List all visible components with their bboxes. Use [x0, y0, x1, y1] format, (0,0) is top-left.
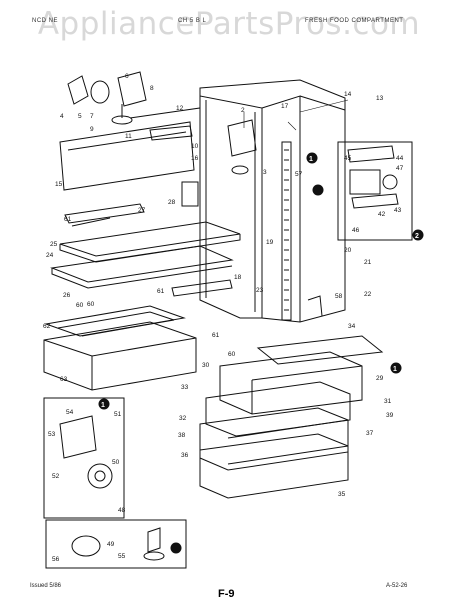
shelf-ladder [281, 141, 292, 321]
callout-31: 31 [384, 398, 392, 405]
section-ref-2a: 1 [309, 156, 313, 163]
callout-22: 22 [364, 291, 372, 298]
callout-56: 56 [52, 556, 60, 563]
callout-13: 13 [376, 95, 384, 102]
crisper-cover [44, 305, 186, 337]
callout-26: 26 [63, 292, 71, 299]
header-model: NCD NE [32, 18, 59, 24]
callout-12: 12 [176, 105, 184, 112]
callout-37: 37 [366, 430, 374, 437]
callout-55: 55 [118, 553, 126, 560]
callout-28: 28 [168, 199, 176, 206]
callout-53: 53 [48, 431, 56, 438]
callout-52: 52 [52, 473, 60, 480]
callout-34: 34 [348, 323, 356, 330]
callout-14: 14 [344, 91, 352, 98]
callout-8: 8 [150, 85, 154, 92]
callout-48: 48 [118, 507, 126, 514]
section-marker-2c [412, 229, 424, 241]
upper-shelf [59, 203, 241, 263]
callout-61b: 61 [157, 288, 165, 295]
inset-roller-detail [43, 397, 125, 519]
callout-40b: 60 [228, 351, 236, 358]
header-section: FRESH FOOD COMPARTMENT [305, 18, 404, 24]
callout-25: 25 [50, 241, 58, 248]
callout-63: 63 [60, 376, 68, 383]
callout-46: 46 [352, 227, 360, 234]
section-marker-1c [170, 542, 182, 554]
callout-40a: 60 [76, 302, 84, 309]
glass-shelf [50, 245, 234, 297]
callout-9: 9 [90, 126, 94, 133]
callout-5: 5 [78, 113, 82, 120]
shelf-clip [181, 181, 199, 207]
issued-date: Issued 5/86 [30, 583, 62, 589]
callout-54: 54 [66, 409, 74, 416]
callout-17: 17 [281, 103, 289, 110]
control-panel-housing [59, 107, 201, 191]
callout-47: 47 [396, 165, 404, 172]
callout-16: 16 [191, 155, 199, 162]
callout-49: 49 [107, 541, 115, 548]
section-markers: 1 2 1 1 [98, 152, 424, 554]
callout-38: 38 [178, 432, 186, 439]
callout-51: 51 [114, 411, 122, 418]
callout-33: 33 [181, 384, 189, 391]
callout-61a: 61 [64, 216, 72, 223]
callout-23: 23 [256, 287, 264, 294]
callout-57: 57 [295, 171, 303, 178]
thermostat-control [227, 119, 257, 175]
callout-35: 35 [338, 491, 346, 498]
callout-50: 50 [112, 459, 120, 466]
callout-43: 43 [394, 207, 402, 214]
callout-24: 24 [46, 252, 54, 259]
callout-44: 44 [396, 155, 404, 162]
callout-4: 4 [60, 113, 64, 120]
inset-leveling-leg [45, 519, 187, 569]
callout-62: 62 [43, 323, 51, 330]
callout-labels: 2 3 4 5 6 7 8 9 10 11 12 13 14 15 16 17 … [43, 73, 404, 563]
inset-shelf-bracket [337, 141, 413, 241]
section-marker-1a [390, 362, 402, 374]
cabinet-liner [199, 79, 346, 323]
callout-20: 20 [344, 247, 352, 254]
callout-42: 42 [378, 211, 386, 218]
crisper-drawer [43, 321, 197, 391]
callout-11: 11 [125, 133, 132, 140]
section-ref-1b: 1 [101, 402, 105, 409]
section-marker-2b [312, 184, 324, 196]
callout-19: 19 [266, 239, 274, 246]
callout-21: 21 [364, 259, 372, 266]
callout-3: 3 [263, 169, 267, 176]
callout-32: 32 [179, 415, 187, 422]
watermark: AppliancePartsPros.com [37, 6, 421, 42]
callout-27: 27 [138, 207, 146, 214]
callout-30: 30 [202, 362, 210, 369]
callout-15: 15 [55, 181, 63, 188]
callout-39: 39 [386, 412, 394, 419]
callout-45: 45 [344, 155, 352, 162]
callout-58: 58 [335, 293, 343, 300]
page-number: F-9 [218, 588, 235, 600]
callout-41: 61 [212, 332, 220, 339]
callout-10: 10 [191, 143, 199, 150]
callout-2: 2 [241, 107, 245, 114]
callout-7: 7 [90, 113, 94, 120]
callout-60: 60 [87, 301, 95, 308]
light-assembly [67, 71, 147, 125]
section-marker-1b [98, 398, 110, 410]
section-ref-2c: 2 [415, 233, 419, 240]
drain-tube [307, 295, 323, 317]
callout-18: 18 [234, 274, 242, 281]
callout-36: 36 [181, 452, 189, 459]
document-code: A-52-26 [386, 583, 408, 589]
section-marker-2a [306, 152, 318, 164]
callout-6: 6 [125, 73, 129, 80]
header-code: CH 5 B L [178, 18, 207, 24]
section-ref-1a: 1 [393, 366, 397, 373]
callout-29: 29 [376, 375, 384, 382]
meat-keeper-set [199, 335, 384, 499]
